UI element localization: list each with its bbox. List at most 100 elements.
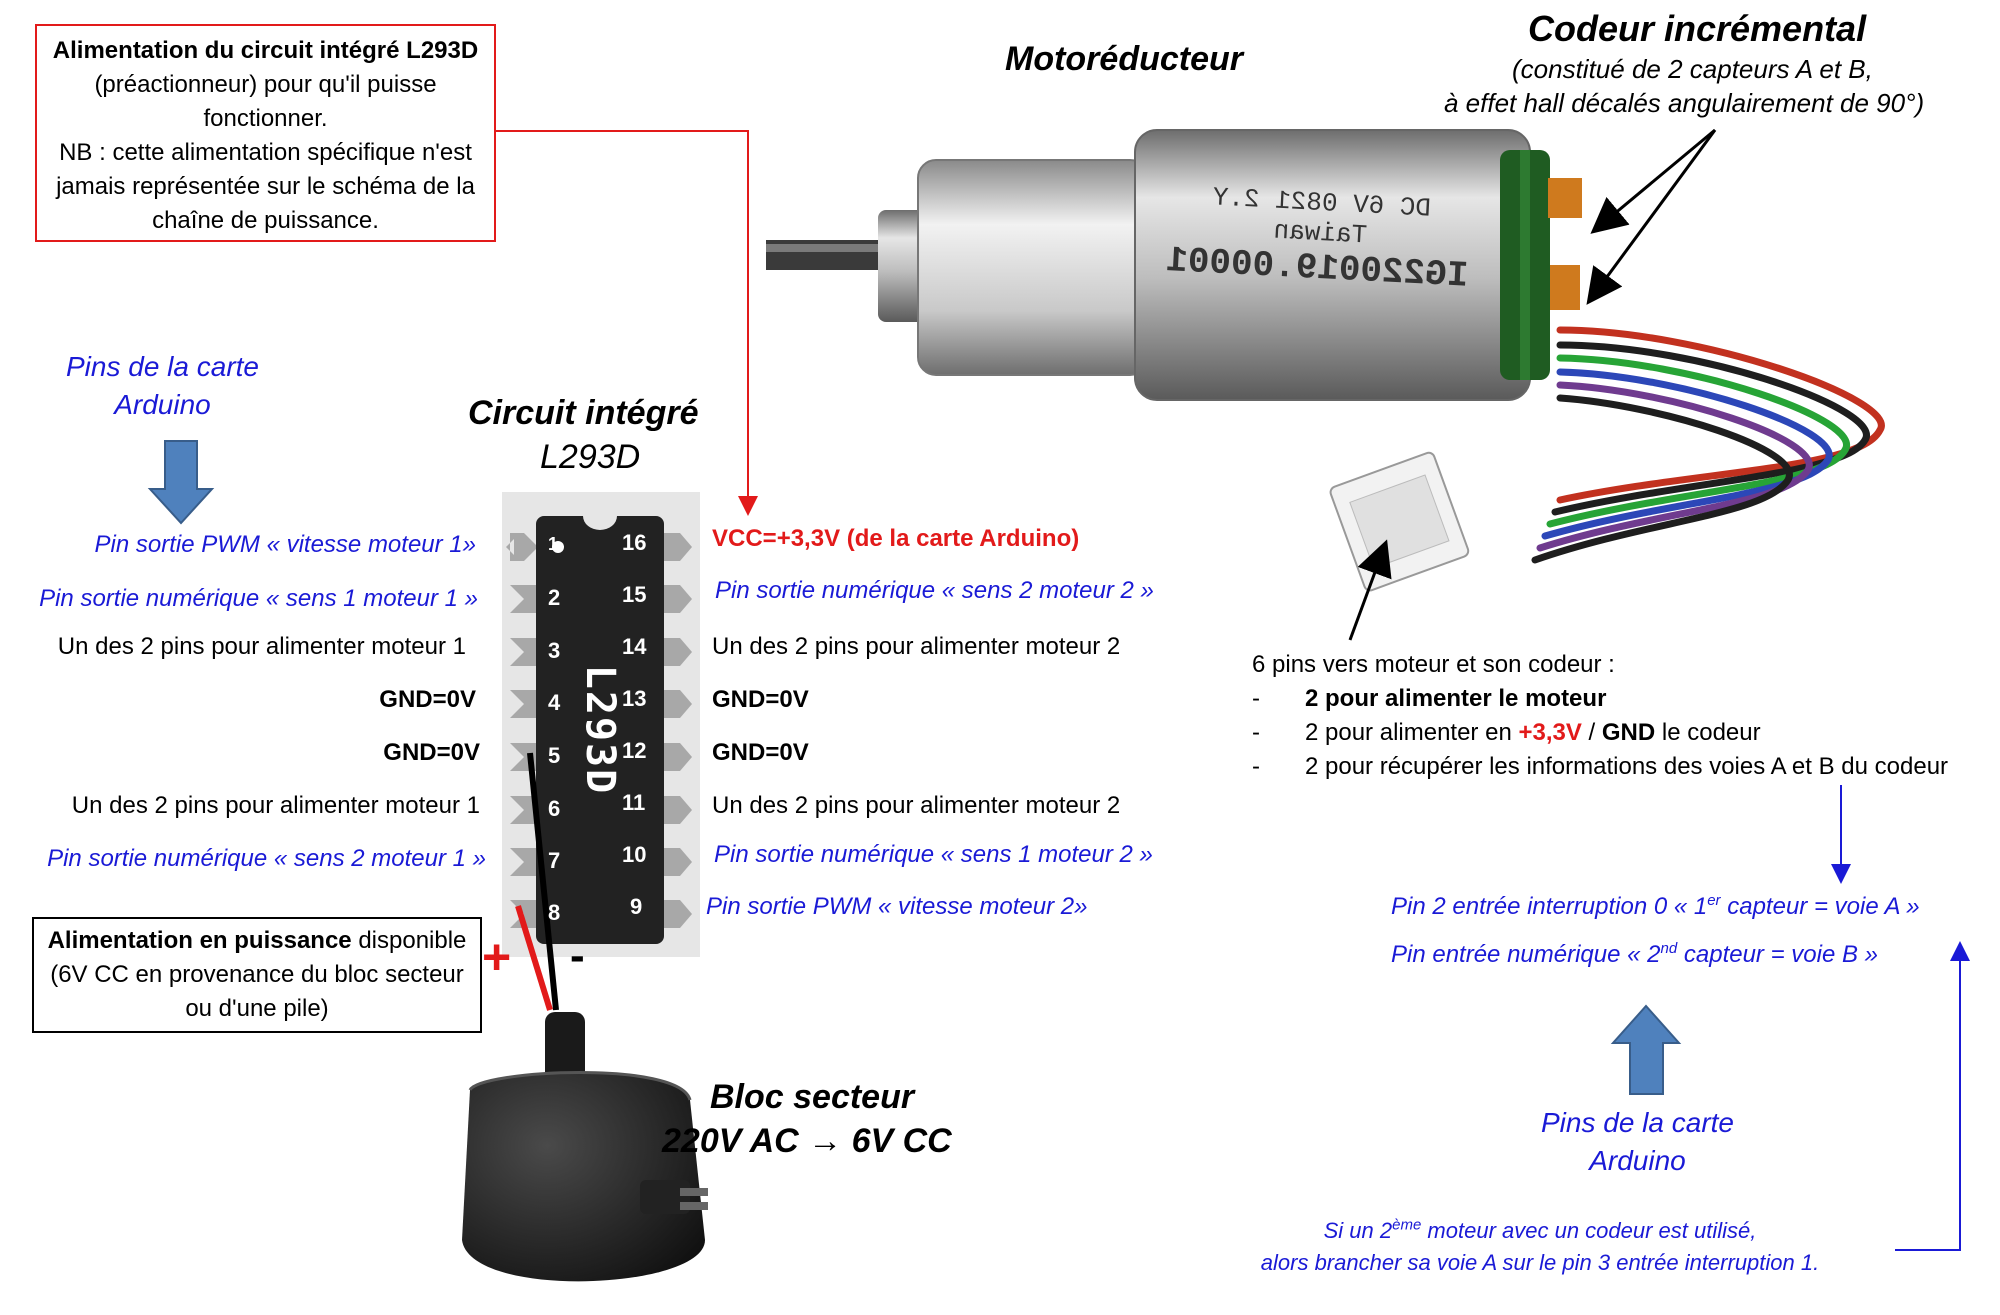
chip-pin-13: 13	[622, 686, 647, 711]
chip-pin-2: 2	[548, 585, 561, 610]
pin2-label: Pin sortie numérique « sens 1 moteur 1 »	[39, 585, 478, 612]
chip-pin-1: 1	[548, 534, 559, 554]
interrupt-2-sup: nd	[1660, 940, 1678, 957]
chip-pin-9: 9	[630, 894, 643, 919]
chip-pin-7: 7	[548, 848, 561, 873]
six-pins-item-2: - 2 pour alimenter en +3,3V / GND le code…	[1252, 716, 1992, 750]
l293d-supply-note-line1: (préactionneur) pour qu'il puisse	[94, 71, 437, 98]
connector-arrow	[1348, 539, 1392, 641]
arduino-down-arrow-left	[147, 440, 215, 525]
codeur-subtitle-1: (constitué de 2 capteurs A et B,	[1512, 54, 1873, 84]
interrupt-1-b: capteur = voie A »	[1720, 893, 1920, 920]
six-pins-item-1: - 2 pour alimenter le moteur	[1252, 682, 1992, 716]
chip-pin-12: 12	[622, 738, 647, 763]
chip-marking: L293D	[577, 664, 623, 796]
six-pins-item-2-sep: /	[1581, 719, 1602, 746]
second-motor-line1: Si un 2ème moteur avec un codeur est uti…	[1200, 1215, 1880, 1247]
power-supply-note-line2: (6V CC en provenance du bloc secteur	[50, 961, 464, 988]
chip-right-pins	[664, 533, 692, 928]
pin14-label: Un des 2 pins pour alimenter moteur 2	[712, 633, 1121, 660]
chip-pin-11: 11	[622, 790, 646, 815]
chip-left-pins	[506, 533, 538, 928]
arduino-label-right-line2: Arduino	[1589, 1145, 1686, 1176]
bloc-secteur-title: Bloc secteur	[710, 1078, 915, 1116]
plus-sign: +	[482, 929, 512, 985]
l293d-supply-note-line5: chaîne de puissance.	[152, 207, 379, 234]
circuit-title: Circuit intégré	[468, 394, 699, 432]
pin3-label: Un des 2 pins pour alimenter moteur 1	[57, 633, 466, 660]
pin5-label: GND=0V	[383, 739, 480, 766]
six-pins-dash-3: -	[1252, 753, 1260, 780]
interrupt-2-a: Pin entrée numérique « 2	[1391, 941, 1661, 968]
circuit-subtitle: L293D	[540, 438, 641, 476]
six-pins-item-3: - 2 pour récupérer les informations des v…	[1252, 750, 1992, 784]
power-adapter-image	[462, 1012, 708, 1282]
six-pins-intro: 6 pins vers moteur et son codeur :	[1252, 651, 1615, 678]
interrupt-1-a: Pin 2 entrée interruption 0 « 1	[1391, 893, 1708, 920]
codeur-title: Codeur incrémental	[1528, 8, 1867, 49]
chip-pin-3: 3	[548, 638, 561, 663]
six-pins-item-2-end: le codeur	[1655, 719, 1761, 746]
power-supply-note-line3: ou d'une pile)	[185, 995, 329, 1022]
arduino-label-left-line2: Arduino	[114, 389, 211, 420]
wire-red	[515, 905, 553, 1011]
encoder-arrow-1	[1590, 128, 1716, 234]
chip-pin-14: 14	[622, 634, 647, 659]
l293d-supply-note-line2: fonctionner.	[203, 105, 328, 132]
six-pins-block: 6 pins vers moteur et son codeur : - 2 po…	[1252, 648, 1992, 784]
chip-pin-15: 15	[622, 582, 647, 607]
supply-arrow-line	[495, 130, 758, 516]
six-pins-item-2-red: +3,3V	[1518, 719, 1582, 746]
power-supply-note-line1: Alimentation en puissance disponible	[34, 924, 480, 958]
power-supply-note: Alimentation en puissance disponible (6V…	[32, 917, 482, 1033]
codeur-subtitle-2: à effet hall décalés angulairement de 90…	[1444, 88, 1925, 118]
pin10-label: Pin sortie numérique « sens 1 moteur 2 »	[714, 841, 1153, 868]
arduino-up-arrow-right	[1610, 1004, 1682, 1095]
second-motor-arrow	[1895, 941, 1970, 1251]
chip-pin-6: 6	[548, 796, 561, 821]
motor-image	[766, 129, 1885, 592]
bloc-secteur-spec: 220V AC → 6V CC	[662, 1122, 952, 1160]
pin4-label: GND=0V	[379, 686, 476, 713]
six-pins-item-3-text: 2 pour récupérer les informations des vo…	[1305, 753, 1949, 780]
l293d-supply-note: Alimentation du circuit intégré L293D (p…	[35, 24, 496, 242]
chip-pin-5: 5	[548, 743, 561, 768]
six-pins-item-2-a: 2 pour alimenter en	[1305, 719, 1519, 746]
wire-black	[527, 752, 559, 1011]
arduino-label-right-line1: Pins de la carte	[1541, 1107, 1734, 1138]
second-motor-1-a: Si un 2	[1323, 1218, 1393, 1243]
arduino-label-left-line1: Pins de la carte	[66, 351, 259, 382]
encoder-arrow-2	[1586, 129, 1717, 305]
chip-body	[536, 516, 664, 944]
l293d-supply-note-line4: jamais représentée sur le schéma de la	[56, 173, 475, 200]
chip-pin-8: 8	[548, 900, 561, 925]
pin11-label: Un des 2 pins pour alimenter moteur 2	[712, 792, 1121, 819]
pin1-label: Pin sortie PWM « vitesse moteur 1»	[94, 531, 476, 558]
arduino-label-left: Pins de la carte Arduino	[40, 348, 285, 424]
pin9-label: Pin sortie PWM « vitesse moteur 2»	[706, 893, 1088, 920]
pin6-label: Un des 2 pins pour alimenter moteur 1	[71, 792, 480, 819]
chip-notch	[583, 516, 617, 530]
pin12-label: GND=0V	[712, 739, 809, 766]
motor-marking: DC 6V 0821 2.Y Taiwan IG220019.00001	[1165, 180, 1473, 296]
interrupt-pin-label-2: Pin entrée numérique « 2nd capteur = voi…	[1391, 941, 1878, 969]
chip-pin1-dot	[552, 541, 564, 553]
pin16-label: VCC=+3,3V (de la carte Arduino)	[712, 525, 1080, 552]
pin7-label: Pin sortie numérique « sens 2 moteur 1 »	[47, 845, 486, 872]
interrupt-1-sup: er	[1707, 892, 1721, 909]
interrupt-pin-label-1: Pin 2 entrée interruption 0 « 1er capteu…	[1391, 893, 1920, 921]
chip-pin-4: 4	[548, 690, 561, 715]
second-motor-1-sup: ème	[1392, 1216, 1422, 1234]
arduino-label-right: Pins de la carte Arduino	[1515, 1104, 1760, 1180]
six-pins-item-2-gnd: GND	[1601, 719, 1656, 746]
l293d-supply-note-line3: NB : cette alimentation spécifique n'est	[59, 139, 472, 166]
six-pins-dash-1: -	[1252, 685, 1260, 712]
motoreducteur-title: Motoréducteur	[1005, 40, 1243, 78]
chip-pin-16: 16	[622, 530, 647, 555]
six-pins-item-1-text: 2 pour alimenter le moteur	[1305, 685, 1607, 712]
second-motor-line2: alors brancher sa voie A sur le pin 3 en…	[1260, 1250, 1820, 1275]
interrupt-2-b: capteur = voie B »	[1677, 941, 1878, 968]
six-pins-dash-2: -	[1252, 719, 1260, 746]
power-supply-note-rest: disponible	[351, 927, 467, 954]
